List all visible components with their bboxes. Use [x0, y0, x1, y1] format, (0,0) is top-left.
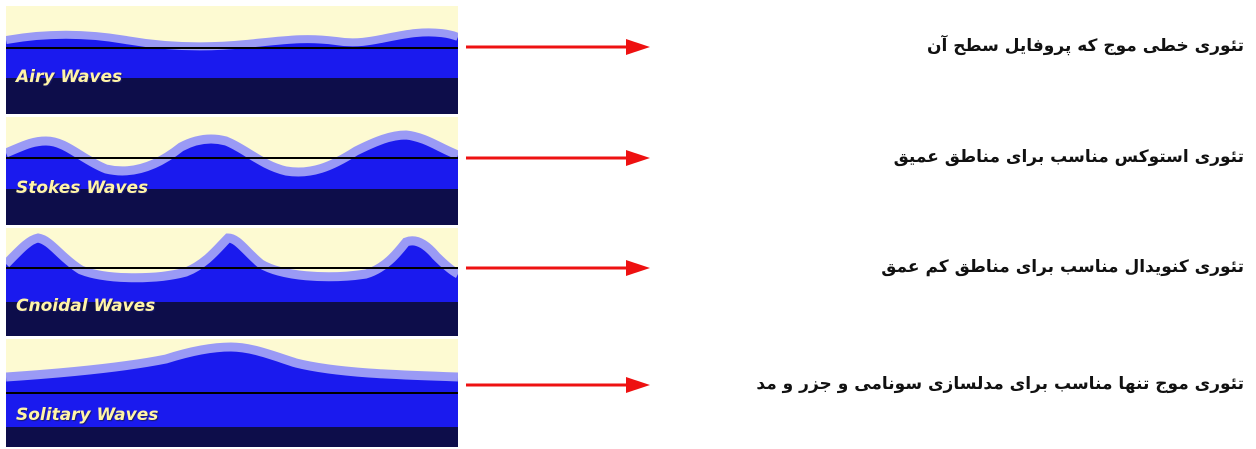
stokes-seabed	[6, 189, 458, 225]
airy-seabed	[6, 78, 458, 114]
airy-arrow	[466, 35, 650, 59]
cnoidal-seabed	[6, 302, 458, 336]
solitary-wave-label: Solitary Waves	[16, 405, 159, 425]
solitary-description: تئوری موج تنها مناسب برای مدلسازی سونامی…	[756, 374, 1244, 394]
airy-wave-illustration	[6, 28, 458, 114]
cnoidal-description: تئوری کنویدال مناسب برای مناطق کم عمق	[881, 257, 1244, 277]
stokes-wave-illustration	[6, 130, 458, 225]
stokes-wave-panel: Stokes Waves	[6, 117, 458, 225]
solitary-arrow	[466, 373, 650, 397]
cnoidal-wave-crest	[6, 233, 458, 283]
airy-description: تئوری خطی موج که پروفایل سطح آن	[927, 36, 1244, 56]
cnoidal-wave-illustration	[6, 233, 458, 336]
solitary-wave-panel: Solitary Waves	[6, 339, 458, 447]
airy-wave-label: Airy Waves	[16, 67, 123, 87]
cnoidal-wave-panel: Cnoidal Waves	[6, 228, 458, 336]
airy-wave-crest	[6, 28, 458, 51]
cnoidal-arrow	[466, 256, 650, 280]
solitary-wave-crest	[6, 342, 458, 382]
stokes-wave-crest	[6, 130, 458, 177]
stokes-wave-label: Stokes Waves	[16, 178, 149, 198]
stokes-arrow	[466, 146, 650, 170]
cnoidal-wave-label: Cnoidal Waves	[16, 296, 156, 316]
solitary-seabed	[6, 427, 458, 447]
solitary-wave-illustration	[6, 342, 458, 447]
airy-wave-panel: Airy Waves	[6, 6, 458, 114]
stokes-description: تئوری استوکس مناسب برای مناطق عمیق	[893, 147, 1244, 167]
